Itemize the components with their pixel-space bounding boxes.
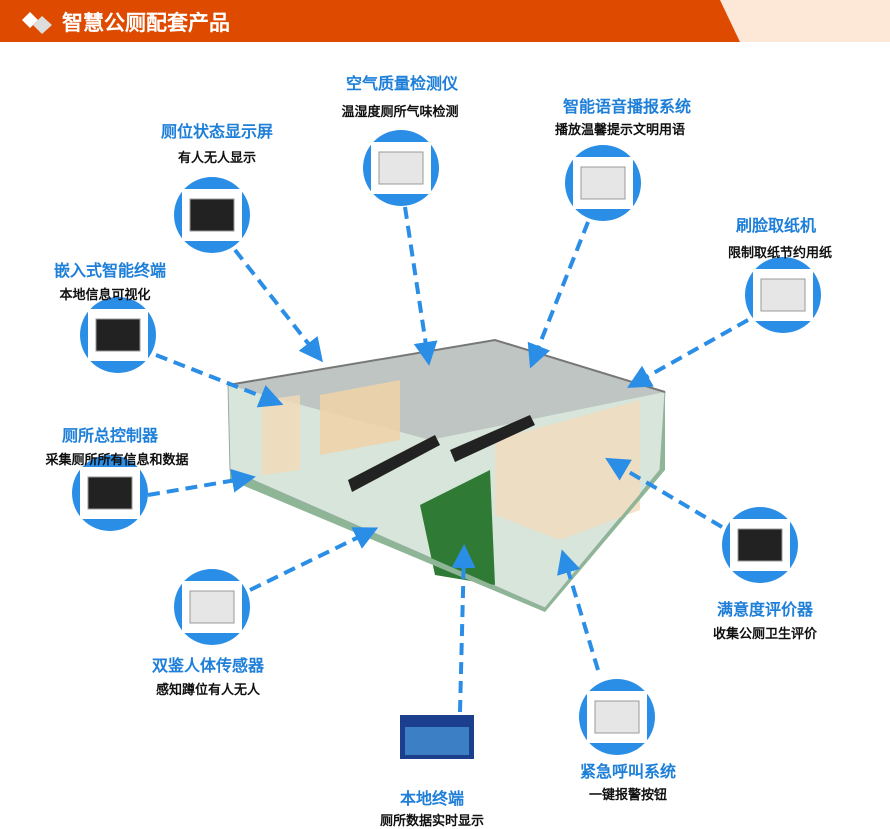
motion-sensor-icon — [174, 569, 250, 645]
node-subtitle: 一键报警按钮 — [588, 788, 668, 803]
node-subtitle: 限制取纸节约用纸 — [727, 246, 833, 261]
speaker-icon — [565, 145, 641, 221]
arrow — [249, 527, 379, 592]
stall-display-icon — [174, 177, 250, 253]
node-title: 智能语音播报系统 — [562, 97, 692, 116]
node-title: 嵌入式智能终端 — [53, 261, 167, 280]
arrows — [147, 206, 749, 713]
embedded-terminal-icon — [80, 297, 156, 373]
page-title: 智慧公厕配套产品 — [62, 11, 230, 35]
node-subtitle: 本地信息可视化 — [59, 288, 151, 303]
node-subtitle: 播放温馨提示文明用语 — [554, 123, 686, 138]
node-subtitle: 温湿度厕所气味检测 — [341, 105, 459, 120]
toilet-building — [227, 338, 666, 612]
node-subtitle: 有人无人显示 — [177, 151, 257, 166]
arrow — [233, 248, 323, 363]
header-bar — [0, 0, 740, 42]
arrow — [147, 468, 256, 497]
arrow — [527, 221, 590, 369]
node-subtitle: 收集公厕卫生评价 — [712, 627, 818, 642]
arrow — [605, 457, 724, 529]
header: 智慧公厕配套产品 — [0, 0, 890, 42]
arrow — [451, 544, 476, 713]
face-paper-dispenser-icon — [745, 257, 821, 333]
node-title: 本地终端 — [399, 789, 465, 808]
air-sensor-icon — [363, 130, 439, 206]
node-subtitle: 厕所数据实时显示 — [379, 814, 485, 829]
node-subtitle: 采集厕所所有信息和数据 — [45, 453, 189, 468]
local-screen-icon — [400, 715, 474, 759]
node-title: 紧急呼叫系统 — [579, 762, 677, 781]
node-title: 满意度评价器 — [716, 600, 814, 619]
node-title: 刷脸取纸机 — [735, 216, 817, 235]
node-title: 双鉴人体传感器 — [151, 656, 265, 675]
rating-device-icon — [722, 507, 798, 583]
arrow — [155, 353, 284, 408]
arrow — [557, 549, 600, 671]
controller-icon — [72, 455, 148, 531]
node-title: 厕所总控制器 — [61, 426, 159, 445]
diamond-logo-icon — [22, 12, 52, 34]
arrow — [403, 206, 438, 366]
emergency-button-icon — [579, 679, 655, 755]
node-subtitle: 感知蹲位有人无人 — [155, 683, 261, 698]
node-title: 空气质量检测仪 — [345, 74, 459, 93]
arrow — [627, 318, 749, 388]
node-title: 厕位状态显示屏 — [160, 122, 274, 141]
